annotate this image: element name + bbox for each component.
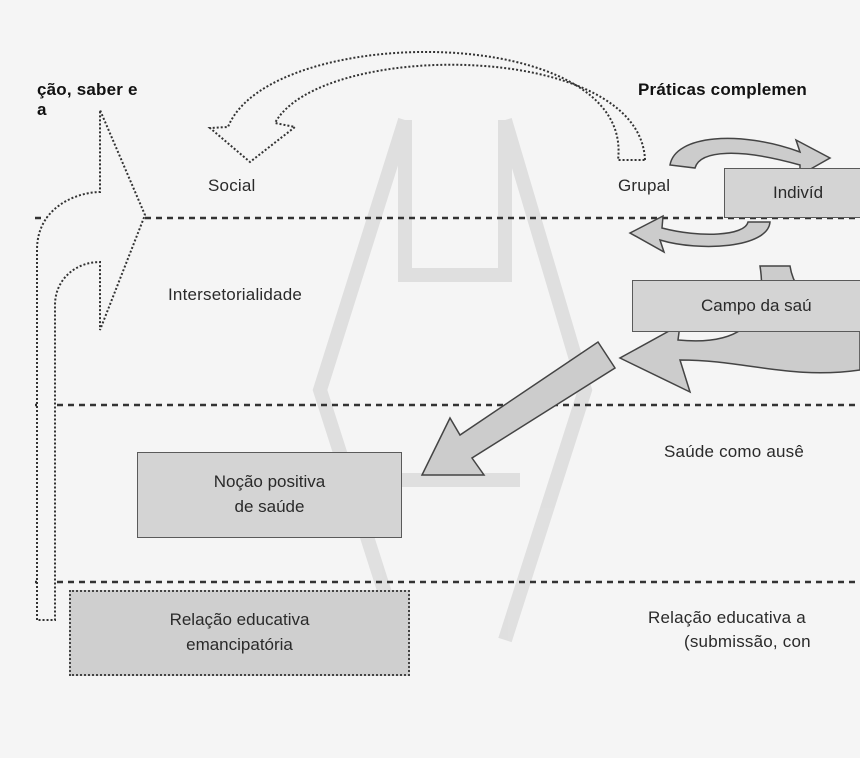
label-social: Social [208, 176, 256, 195]
label-grupal: Grupal [618, 176, 671, 195]
circular-arrow-top [669, 137, 832, 177]
separator-lines [35, 216, 860, 584]
label-saude-ausencia: Saúde como ausê [664, 442, 805, 461]
box-nocao-positiva: Noção positiva de saúde [137, 452, 402, 538]
diagonal-arrow-to-nocao [420, 340, 617, 476]
left-heading-line2: a [37, 100, 47, 119]
curved-arrow-grupal-to-social [207, 51, 647, 164]
circular-arrow-bottom [628, 214, 771, 254]
box-relacao-line2: emancipatória [186, 635, 293, 654]
box-nocao-line1: Noção positiva [213, 472, 326, 492]
vertical-arrow-left [36, 109, 147, 621]
label-intersetorialidade: Intersetorialidade [168, 285, 303, 304]
box-individuo: Indivíd [724, 168, 860, 218]
box-individuo-label: Indivíd [773, 182, 824, 202]
box-nocao-line2: de saúde [234, 497, 305, 516]
label-relacao-right-line2: (submissão, con [684, 632, 811, 651]
box-relacao-line1: Relação educativa [169, 610, 310, 630]
right-heading: Práticas complemen [638, 80, 807, 99]
watermark-logo [312, 117, 593, 643]
box-campo-saude-label: Campo da saú [701, 295, 812, 315]
label-relacao-right-line1: Relação educativa a [648, 608, 806, 627]
box-relacao-emancipatoria: Relação educativa emancipatória [69, 590, 410, 676]
left-heading-line1: ção, saber e [37, 80, 138, 99]
box-campo-saude: Campo da saú [632, 280, 860, 332]
